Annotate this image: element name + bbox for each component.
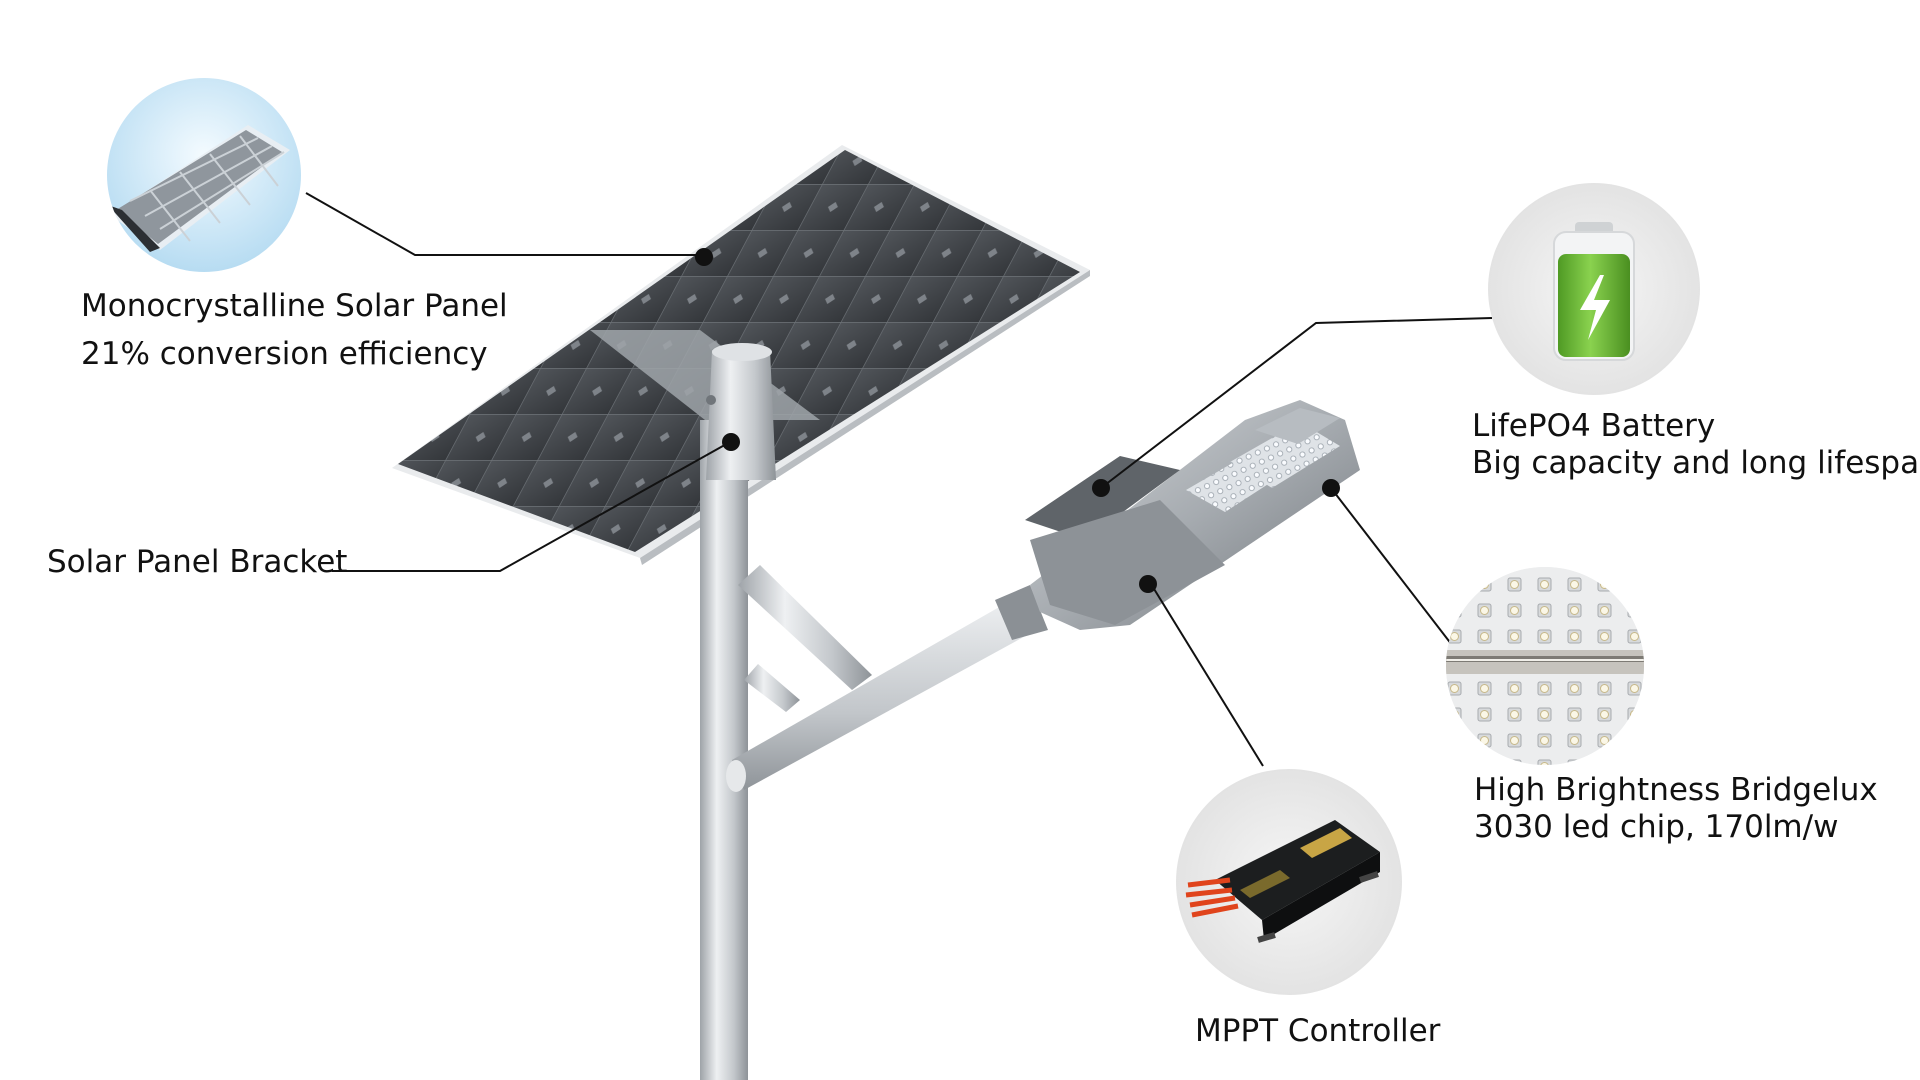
- bracket-callout: Solar Panel Bracket: [47, 544, 347, 581]
- leader-line-bracket: [332, 441, 731, 572]
- solar-panel-photo: [107, 78, 301, 272]
- battery-detail: Big capacity and long lifespan: [1472, 445, 1920, 481]
- mppt-callout: MPPT Controller: [1195, 1013, 1440, 1050]
- leader-lines: [305, 192, 1493, 767]
- battery-title: LifePO4 Battery: [1472, 408, 1716, 444]
- anchor-dot-solar-panel: [695, 248, 713, 266]
- led-detail: 3030 led chip, 170lm/w: [1474, 809, 1839, 845]
- mppt-controller-photo: [1176, 769, 1402, 995]
- anchor-dot-led: [1322, 479, 1340, 497]
- leader-dots: [695, 248, 1340, 593]
- led-callout: High Brightness Bridgelux 3030 led chip,…: [1474, 772, 1878, 846]
- anchor-dot-bracket: [722, 433, 740, 451]
- mppt-title: MPPT Controller: [1195, 1013, 1441, 1049]
- led-title: High Brightness Bridgelux: [1474, 772, 1878, 808]
- anchor-dot-mppt: [1139, 575, 1157, 593]
- anchor-dot-battery: [1092, 479, 1110, 497]
- battery-charging-icon: [1488, 183, 1700, 395]
- leader-line-mppt: [1150, 583, 1264, 767]
- solar-panel-detail: 21% conversion efficiency: [81, 336, 488, 372]
- battery-callout: LifePO4 Battery Big capacity and long li…: [1472, 408, 1920, 482]
- lamp-head: [995, 400, 1360, 640]
- leader-line-battery: [1100, 317, 1493, 489]
- light-pole: [700, 343, 1040, 1080]
- leader-line-led: [1330, 487, 1453, 646]
- solar-panel-title: Monocrystalline Solar Panel: [81, 288, 508, 324]
- leader-line-solar-panel: [305, 192, 704, 256]
- led-chip-photo: [1446, 567, 1644, 765]
- bracket-title: Solar Panel Bracket: [47, 544, 348, 580]
- solar-panel-callout: Monocrystalline Solar Panel 21% conversi…: [81, 282, 508, 378]
